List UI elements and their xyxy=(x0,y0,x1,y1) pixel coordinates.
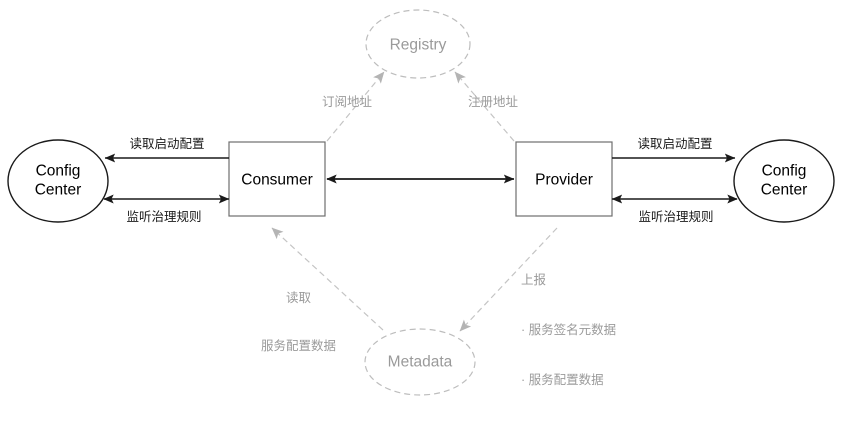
edge-label-provider-report-item1: · 服务签名元数据 xyxy=(521,323,617,337)
config-center-right-shape xyxy=(733,139,835,223)
edge-label-consumer-read-boot-config: 读取启动配置 xyxy=(129,137,205,151)
registry-node-shape xyxy=(365,9,471,79)
provider-label: Provider xyxy=(535,171,593,189)
config-center-left-label: Config Center xyxy=(34,162,82,199)
registry-label: Registry xyxy=(389,36,447,54)
edge-label-provider-watch-governance: 监听治理规则 xyxy=(638,210,714,224)
edge-label-provider-report-item2: · 服务配置数据 xyxy=(521,373,604,387)
config-center-right-label: Config Center xyxy=(760,162,808,199)
provider-node-shape xyxy=(515,141,613,217)
edge-label-provider-report: 上报 · 服务签名元数据 · 服务配置数据 xyxy=(521,240,616,420)
edge-consumer-subscribe-address xyxy=(326,71,385,142)
edge-label-consumer-read-metadata-line2: 服务配置数据 xyxy=(261,339,337,353)
edge-provider-report-to-metadata xyxy=(459,227,558,332)
edge-label-provider-register-address: 注册地址 xyxy=(467,95,519,109)
edge-label-consumer-read-metadata: 读取 服务配置数据 xyxy=(261,258,336,386)
edge-label-provider-read-boot-config: 读取启动配置 xyxy=(637,137,713,151)
config-center-left-shape xyxy=(7,139,109,223)
edge-label-consumer-watch-governance: 监听治理规则 xyxy=(126,210,202,224)
edge-provider-register-address xyxy=(454,71,515,142)
metadata-label: Metadata xyxy=(387,353,453,371)
metadata-node-shape xyxy=(364,328,476,396)
consumer-label: Consumer xyxy=(241,171,313,189)
edge-metadata-read-to-consumer xyxy=(271,227,384,331)
edge-label-consumer-read-metadata-line1: 读取 xyxy=(286,291,312,305)
edge-label-provider-report-title: 上报 xyxy=(521,273,547,287)
consumer-node-shape xyxy=(228,141,326,217)
edge-label-consumer-subscribe-address: 订阅地址 xyxy=(321,95,373,109)
